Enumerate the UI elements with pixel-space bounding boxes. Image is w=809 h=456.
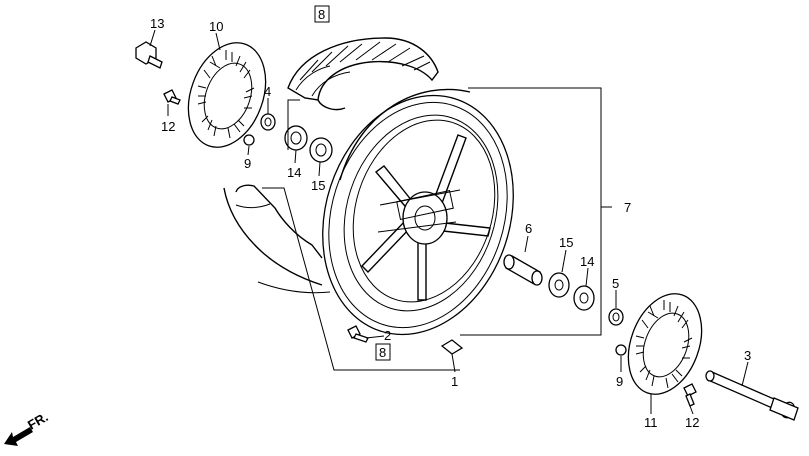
leader-lines xyxy=(149,29,749,415)
tire-bracket-8 xyxy=(262,187,460,371)
bolt-12-left xyxy=(163,89,181,105)
brake-disc-left xyxy=(187,42,267,148)
bearing-14-right xyxy=(573,285,595,311)
label-6: 6 xyxy=(525,221,532,236)
label-5: 5 xyxy=(612,276,619,291)
label-13: 13 xyxy=(150,16,164,31)
wheel-hub-spokes xyxy=(361,134,491,301)
assembly-bracket-7 xyxy=(287,87,612,336)
collar-4 xyxy=(260,113,276,131)
label-9-right: 9 xyxy=(616,374,623,389)
label-12-right: 12 xyxy=(685,415,699,430)
label-15-left: 15 xyxy=(311,178,325,193)
label-14-left: 14 xyxy=(287,165,301,180)
collar-5 xyxy=(608,308,624,326)
front-arrow-icon xyxy=(4,427,33,446)
label-9-left: 9 xyxy=(244,156,251,171)
label-3: 3 xyxy=(744,348,751,363)
label-box-8-top xyxy=(314,5,330,23)
label-11: 11 xyxy=(644,415,658,430)
tire-lower xyxy=(223,184,331,294)
brake-disc-right xyxy=(627,293,703,395)
label-12-left: 12 xyxy=(161,119,175,134)
seal-15-right xyxy=(548,272,570,298)
label-2: 2 xyxy=(384,328,391,343)
bolt-12-right xyxy=(683,383,697,407)
label-7: 7 xyxy=(624,200,631,215)
label-4: 4 xyxy=(264,84,271,99)
label-8-bottom: 8 xyxy=(379,345,386,360)
bolt-13 xyxy=(135,41,163,69)
label-10: 10 xyxy=(209,19,223,34)
label-15-right: 15 xyxy=(559,235,573,250)
label-14-right: 14 xyxy=(580,254,594,269)
spacer-6 xyxy=(503,254,543,286)
weight-1 xyxy=(440,339,464,355)
tire xyxy=(287,37,439,111)
front-direction-marker: FR. xyxy=(4,409,51,446)
axle xyxy=(705,370,799,421)
nut-9-left xyxy=(243,134,255,146)
label-8-top: 8 xyxy=(318,7,325,22)
nut-9-right xyxy=(615,344,627,356)
label-box-8-bottom xyxy=(375,343,391,361)
seal-15-left xyxy=(309,137,333,163)
valve-2 xyxy=(347,325,369,343)
label-1: 1 xyxy=(451,374,458,389)
